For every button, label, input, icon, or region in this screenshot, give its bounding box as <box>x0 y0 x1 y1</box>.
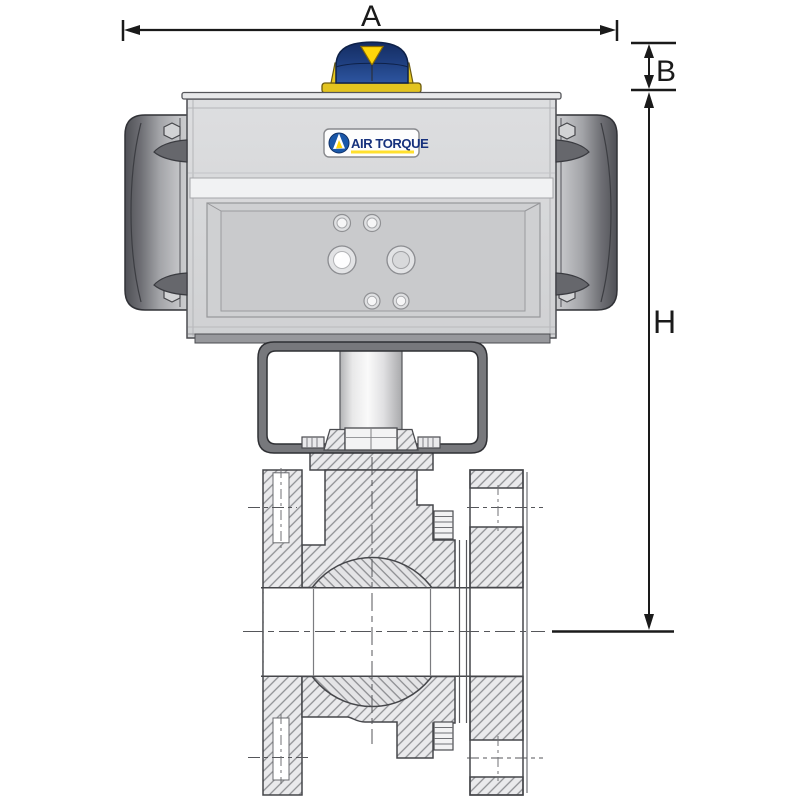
indicator-base-flange <box>321 82 422 94</box>
mounting-panel <box>206 202 541 318</box>
pipe-flange-hub-upper <box>469 526 524 589</box>
pipe-flange-hub-lower <box>469 675 524 741</box>
dimension-arrow-down-icon <box>644 75 654 89</box>
panel-holes <box>327 213 416 310</box>
stem-gland <box>301 427 441 451</box>
pipe-flange-cap-bottom <box>469 776 524 796</box>
panel-bevel-right <box>524 202 541 212</box>
panel-bevel-left <box>206 202 222 212</box>
dimension-b-label: B <box>656 55 676 88</box>
dimension-arrow-right-icon <box>600 25 616 35</box>
gland-tab-left <box>301 436 325 449</box>
pipe-flange-right <box>469 469 528 796</box>
hex-bolt-icon <box>558 122 576 140</box>
panel-hole-inner <box>366 217 378 229</box>
cap-fasteners <box>153 122 590 303</box>
body-highlight-band <box>189 177 554 199</box>
cap-lug <box>153 272 188 296</box>
panel-hole-inner <box>336 217 348 229</box>
brand-name: AIR TORQUE <box>351 136 429 151</box>
label-plate <box>323 128 420 158</box>
gland-tab-right <box>417 436 441 449</box>
panel-hole-highlight <box>336 253 342 259</box>
indicator-pointer-icon <box>359 45 385 67</box>
label-underline <box>351 150 414 154</box>
valve-stem <box>339 342 403 433</box>
position-indicator <box>321 41 422 94</box>
dimension-arrow-left-icon <box>124 25 140 35</box>
pneumatic-actuator: AIR TORQUE <box>124 91 618 344</box>
valve-body-upper <box>301 469 456 589</box>
dimension-a-label: A <box>361 0 381 33</box>
panel-hole-inner <box>366 295 378 307</box>
cap-lug <box>555 272 590 296</box>
dimension-a: A <box>121 0 619 41</box>
panel-hole-inner <box>395 295 407 307</box>
dimension-arrow-up-icon <box>644 44 654 58</box>
flange-studs <box>433 510 454 751</box>
panel-hole-inner <box>392 251 410 269</box>
stud-bolt <box>433 510 454 540</box>
stud-bolt <box>433 721 454 751</box>
dimension-h: H <box>552 92 676 633</box>
end-cap-right-face-line <box>600 122 612 303</box>
dimension-b: B <box>631 41 676 92</box>
dimension-arrow-up-icon <box>644 92 654 108</box>
logo-sail-yellow <box>336 140 343 149</box>
air-torque-label: AIR TORQUE <box>323 128 430 158</box>
pipe-flange-outline <box>469 469 524 796</box>
end-cap-left <box>124 114 189 311</box>
dimension-arrow-down-icon <box>644 614 654 630</box>
mounting-bracket-assembly <box>257 341 488 454</box>
cap-lug <box>555 139 590 163</box>
pipe-flange-cap-top <box>469 469 524 489</box>
ball-valve-section <box>261 451 528 796</box>
actuator-top-plate <box>181 91 562 100</box>
hex-bolt-icon <box>163 122 181 140</box>
end-cap-left-face-line <box>130 122 142 303</box>
end-cap-right <box>553 114 618 311</box>
centerlines <box>243 457 545 784</box>
dimension-h-label: H <box>653 304 676 340</box>
panel-hole-inner <box>333 251 351 269</box>
cap-lug <box>153 139 188 163</box>
bracket-frame <box>257 341 488 454</box>
